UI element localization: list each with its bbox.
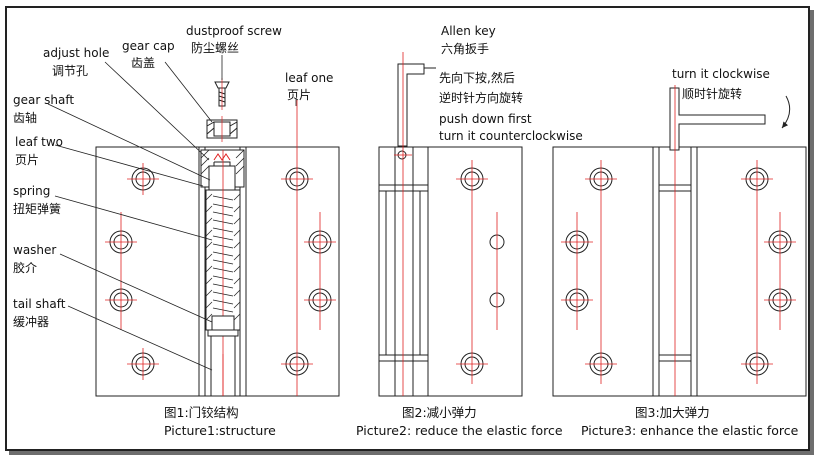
label-step2-cn: 逆时针方向旋转 [439,91,524,105]
gear-cap-body [208,165,236,191]
label-turn-cw-cn: 顺时针旋转 [682,87,743,101]
label-leaf-two-cn: 页片 [15,153,40,167]
dustproof-screw [214,78,230,110]
label-turn-cw-en: turn it clockwise [672,67,770,81]
leaf-two-center-lines [105,163,159,380]
label-step-en-1: push down first [439,112,532,126]
leaf-one-holes [285,167,332,376]
pic3-leaf-right [696,146,807,397]
label-leaf-two-en: leaf two [15,135,63,149]
label-adjust-hole-en: adjust hole [43,46,110,60]
allen-key-right [669,87,766,151]
caption-pic3-en: Picture3: enhance the elastic force [581,423,799,438]
label-tail-shaft-en: tail shaft [13,297,66,311]
picture1-structure [47,55,340,397]
caption-pic1-en: Picture1:structure [164,423,276,438]
label-step1-cn: 先向下按,然后 [439,71,515,85]
label-adjust-hole-cn: 调节孔 [52,64,89,78]
allen-key-left [397,63,425,160]
label-allen-key-cn: 六角扳手 [441,42,490,56]
pic2-holes [460,167,505,376]
label-washer-cn: 胶介 [13,261,38,275]
leaf-one-center-lines [281,100,336,396]
picture2-reduce [378,52,523,397]
label-gear-cap-cn: 齿盖 [131,56,156,70]
pic3-leaf-left [552,146,654,397]
label-leaf-one-cn: 页片 [287,88,312,102]
label-washer-en: washer [13,243,57,257]
label-gear-shaft-en: gear shaft [13,93,75,107]
leader-lines [47,55,297,371]
pic3-center-lines [561,160,796,384]
picture3-enhance [552,85,807,397]
caption-pic2-cn: 图2:减小弹力 [402,405,477,420]
label-tail-shaft-cn: 缓冲器 [13,315,50,329]
label-allen-key-en: Allen key [441,24,496,38]
label-gear-shaft-cn: 齿轴 [13,111,38,125]
label-spring-en: spring [13,184,51,198]
label-gear-cap-en: gear cap [122,39,175,53]
gear-cap-part [206,116,238,142]
pic2-center-lines [456,160,498,384]
label-spring-cn: 扭矩弹簧 [13,202,62,216]
caption-pic3-cn: 图3:加大弹力 [635,405,710,420]
label-leaf-one-en: leaf one [285,71,334,85]
leaf-two-holes [109,167,155,376]
label-dustproof-screw-en: dustproof screw [186,24,282,38]
gear-shaft-hatch [200,149,245,175]
label-step-en-2: turn it counterclockwise [439,129,583,143]
diagram-frame [5,6,810,451]
caption-pic2-en: Picture2: reduce the elastic force [356,423,563,438]
housing-hatch [205,193,241,321]
clockwise-arrow [781,95,791,129]
pic2-hinge-outline [378,146,523,397]
washer [211,315,235,331]
label-dustproof-screw-cn: 防尘螺丝 [191,41,240,55]
caption-pic1-cn: 图1:门铰结构 [164,405,239,420]
